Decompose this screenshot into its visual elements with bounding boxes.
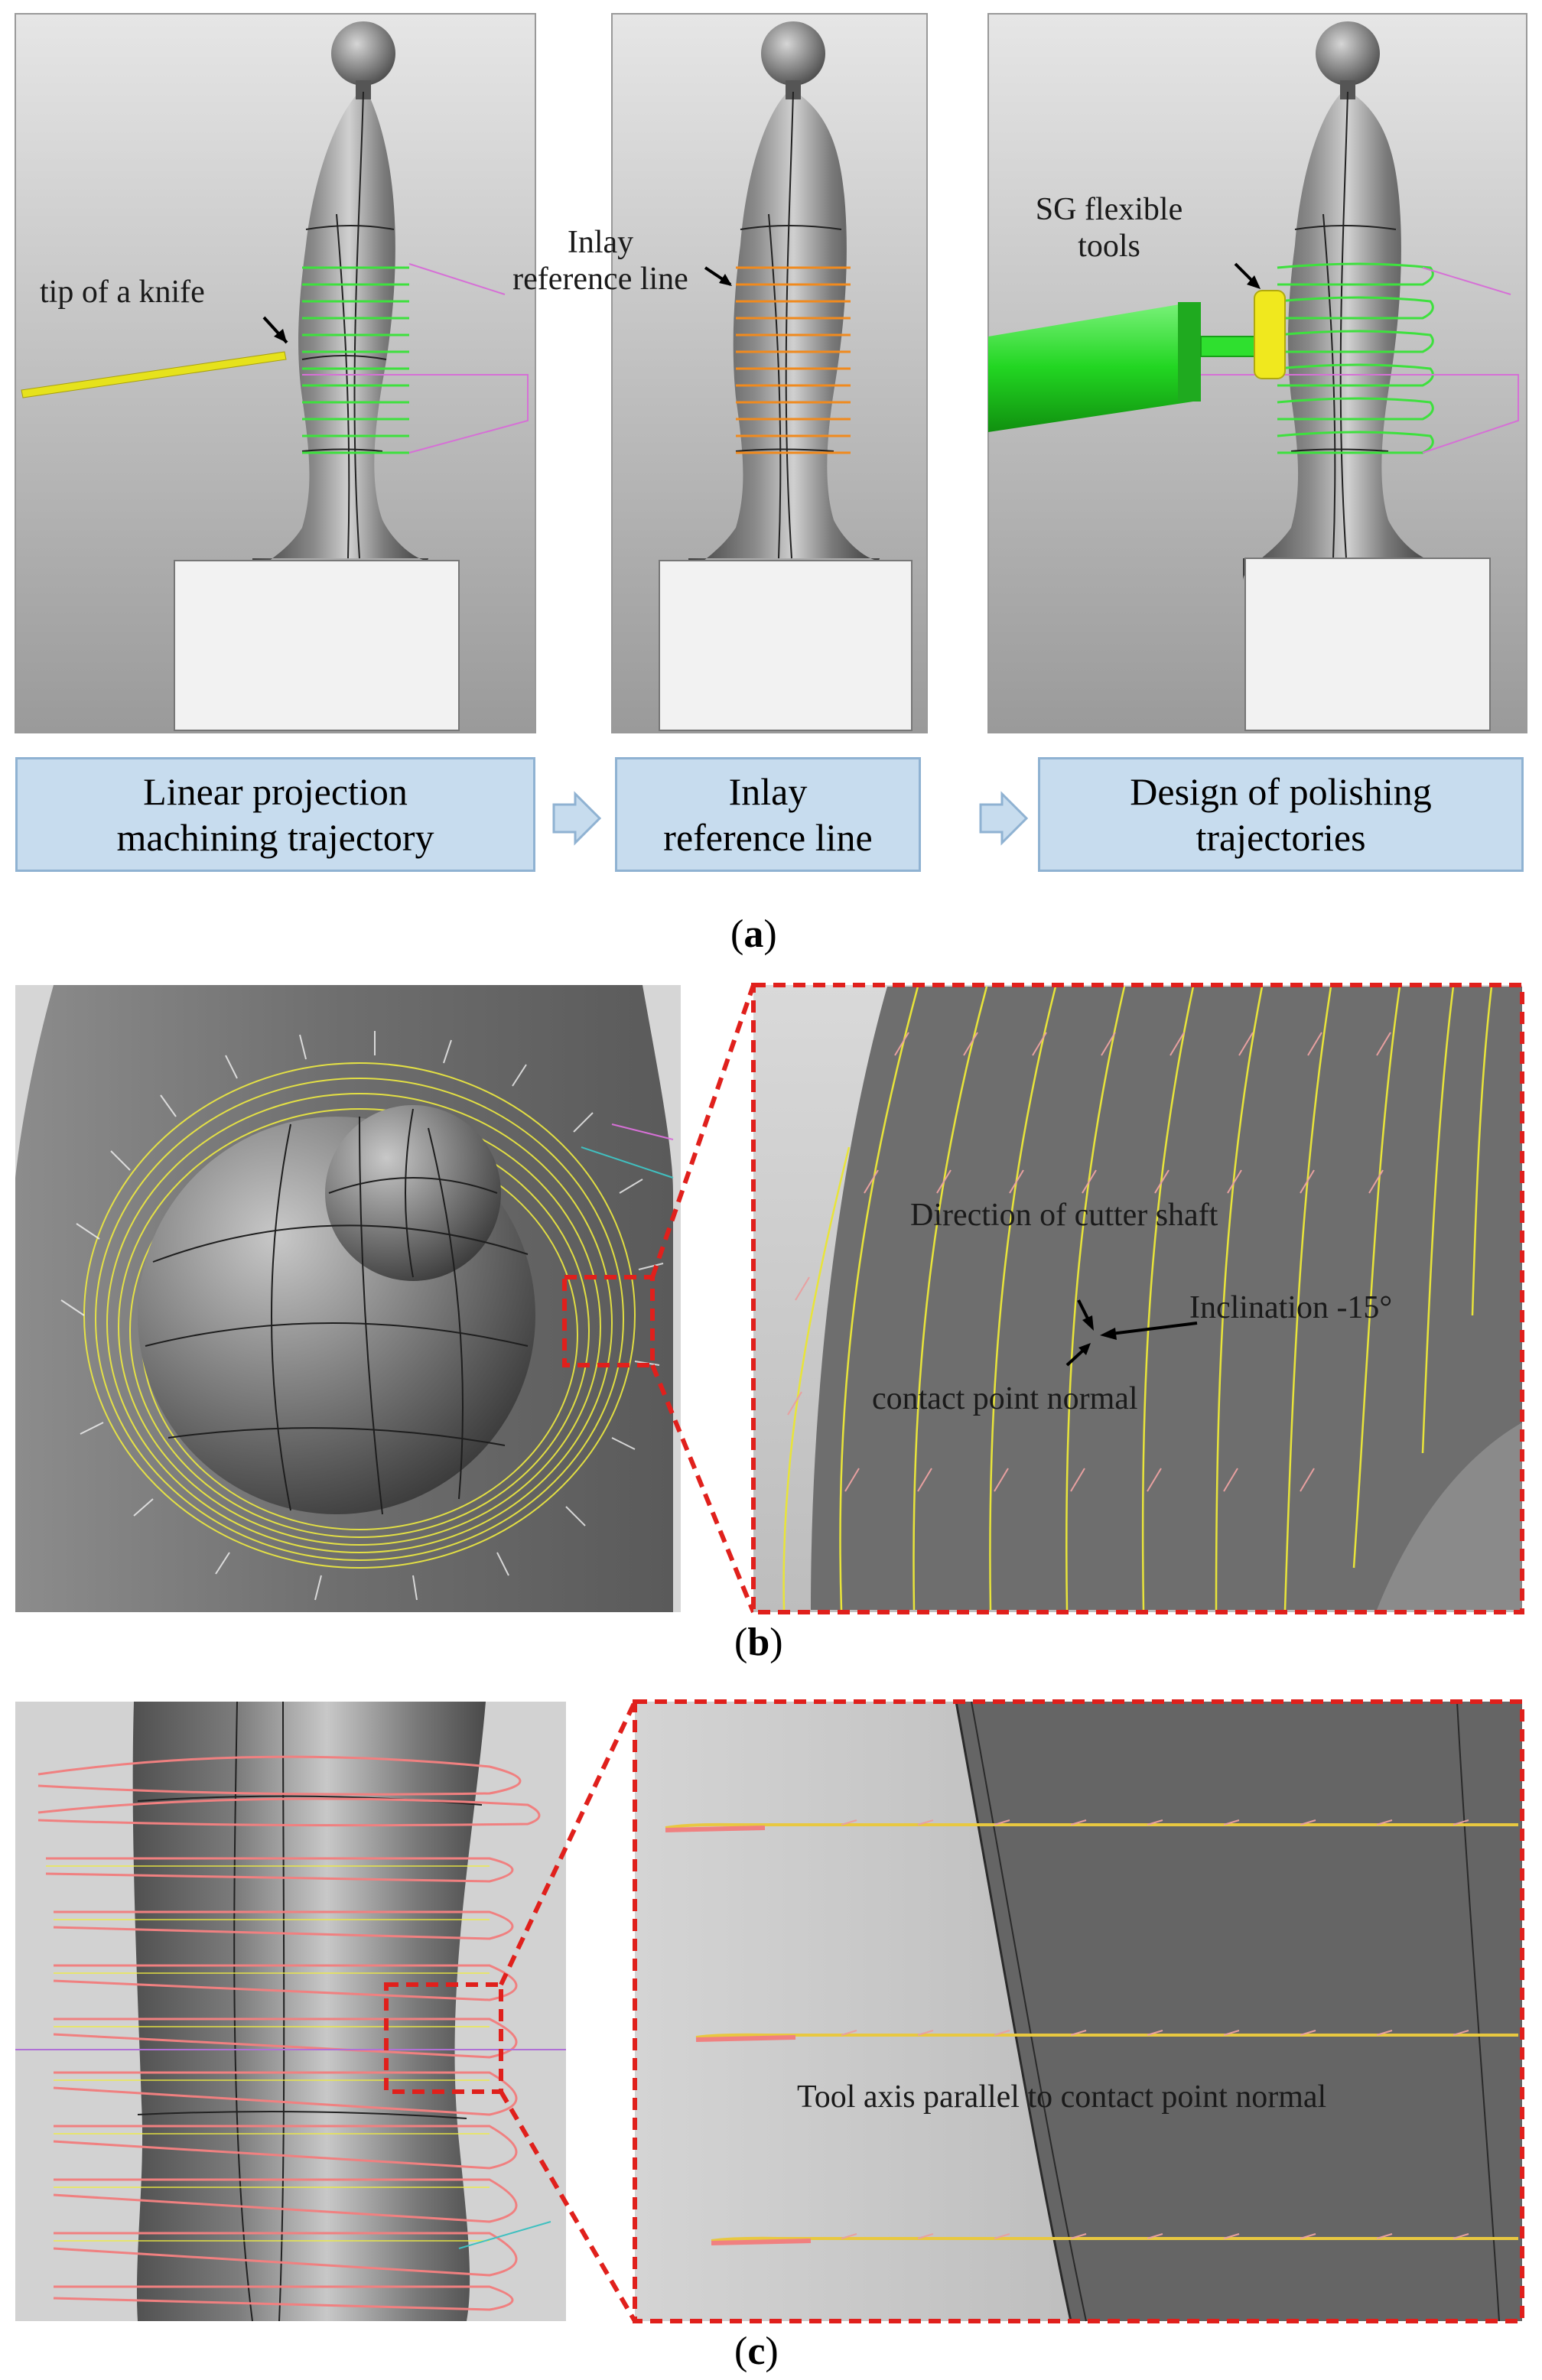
annotation-sg-tools: SG flexible tools — [1035, 192, 1183, 265]
zoom-connector-b-bottom — [650, 1364, 756, 1614]
annotation-inlay-reference: Inlay reference line — [512, 225, 688, 298]
annotation-tool-axis: Tool axis parallel to contact point norm… — [797, 2079, 1327, 2115]
zoom-b-vectors — [787, 1032, 1391, 1492]
projection-trajectory — [302, 266, 409, 454]
sg-tool-body — [988, 302, 1193, 432]
step-box-polishing-design: Design of polishing trajectories — [1038, 757, 1524, 872]
zoom-connector-c-bottom — [499, 2090, 637, 2323]
panel-b-overview — [15, 985, 681, 1612]
zoom-connector-b-top — [650, 984, 756, 1278]
polishing-trajectory — [1277, 262, 1434, 454]
sculpture-head — [331, 21, 395, 86]
spherical-head — [325, 1105, 501, 1281]
step-box-linear-projection: Linear projection machining trajectory — [15, 757, 535, 872]
view-polishing-design — [987, 13, 1527, 733]
view-inlay-reference — [611, 13, 928, 733]
zoom-source-b — [562, 1275, 655, 1367]
step-arrow-1 — [552, 791, 602, 846]
annotation-contact-normal: contact point normal — [872, 1381, 1138, 1416]
subfigure-label-b: (b) — [734, 1621, 783, 1664]
inlay-lines — [736, 266, 851, 454]
panel-c-overview — [15, 1701, 566, 2322]
view-linear-projection — [15, 13, 536, 733]
sg-tool-disc — [1254, 290, 1286, 379]
annotation-cutter-shaft: Direction of cutter shaft — [910, 1198, 1218, 1233]
subfigure-label-c: (c) — [734, 2330, 779, 2373]
tool-vectors — [60, 1031, 664, 1601]
annotation-inclination: Inclination -15° — [1189, 1290, 1393, 1325]
step-box-inlay-reference: Inlay reference line — [615, 757, 921, 872]
subfigure-letter-b: b — [747, 1621, 770, 1664]
polishing-loops — [37, 1755, 541, 2311]
zoom-source-c — [384, 1982, 503, 2094]
subfigure-letter-a: a — [743, 912, 764, 956]
panel-c-zoom — [633, 1699, 1524, 2323]
zoom-c-trajectory — [665, 1822, 1518, 2245]
sg-tool-shaft — [1200, 336, 1263, 357]
knife — [21, 351, 287, 398]
zoom-b-trajectory — [782, 986, 1493, 1611]
zoom-connector-c-top — [499, 1700, 637, 1986]
base-block — [174, 560, 460, 731]
subfigure-letter-c: c — [747, 2330, 766, 2373]
step-arrow-2 — [979, 791, 1029, 846]
annotation-knife-tip: tip of a knife — [40, 275, 205, 310]
subfigure-label-a: (a) — [730, 912, 777, 956]
panel-b-zoom — [751, 983, 1524, 1614]
sculpture-body — [252, 92, 428, 581]
